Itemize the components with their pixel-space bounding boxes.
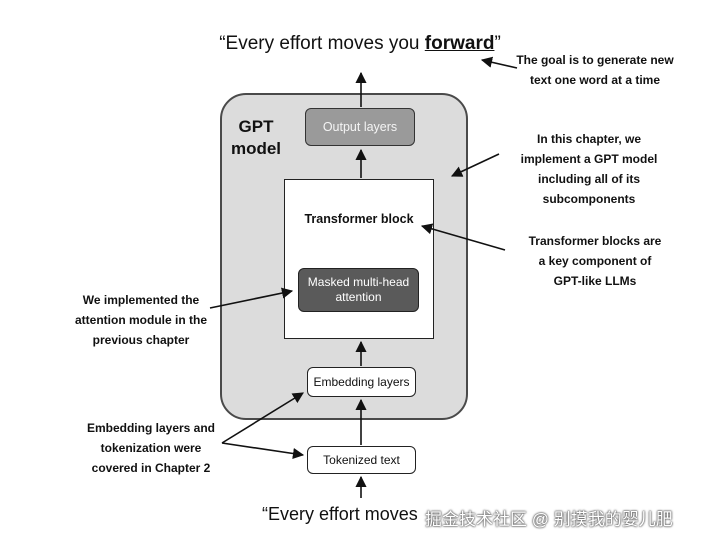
note-transformer-line1: Transformer blocks are — [528, 234, 662, 248]
transformer-block-title: Transformer block — [304, 212, 414, 226]
tokenized-text-box: Tokenized text — [307, 446, 416, 474]
output-quote-emphasis: forward — [424, 33, 495, 54]
note-chapter-line4: subcomponents — [542, 192, 636, 206]
output-quote-prefix: “Every effort moves you — [219, 33, 425, 54]
gpt-label-line1: GPT — [238, 117, 274, 136]
watermark: 掘金技术社区 @ 别摸我的婴儿肥 — [425, 510, 673, 529]
gpt-model-label: GPT model — [226, 116, 286, 160]
note-goal-line2: text one word at a time — [529, 73, 661, 87]
note-attention-line1: We implemented the — [82, 293, 200, 307]
arrow-note-transformer — [420, 223, 506, 251]
note-chapter-line1: In this chapter, we — [536, 132, 642, 146]
note-goal-line1: The goal is to generate new — [516, 53, 674, 67]
note-embedding-line3: covered in Chapter 2 — [91, 461, 211, 475]
output-text-quote: “Every effort moves you forward” — [150, 33, 570, 55]
note-attention: We implemented the attention module in t… — [66, 290, 216, 350]
note-transformer: Transformer blocks are a key component o… — [500, 231, 690, 291]
note-chapter-line2: implement a GPT model — [520, 152, 658, 166]
embedding-layers-box: Embedding layers — [307, 367, 416, 397]
note-embedding-line1: Embedding layers and — [86, 421, 216, 435]
note-embedding-line2: tokenization were — [100, 441, 202, 455]
note-attention-line3: previous chapter — [92, 333, 190, 347]
note-chapter: In this chapter, we implement a GPT mode… — [494, 129, 684, 209]
input-text-quote: “Every effort moves — [262, 504, 418, 524]
embedding-layers-label: Embedding layers — [313, 375, 410, 389]
arrow-note-chapter — [450, 153, 500, 177]
output-quote-suffix: ” — [494, 33, 501, 54]
output-layers-box: Output layers — [305, 108, 415, 146]
mmha-label-line2: attention — [335, 290, 382, 304]
arrow-note-goal — [480, 56, 518, 69]
gpt-label-line2: model — [230, 139, 282, 158]
note-attention-line2: attention module in the — [75, 313, 207, 327]
transformer-block-box — [284, 179, 434, 339]
output-layers-label: Output layers — [322, 120, 398, 134]
arrow-note-attention — [209, 287, 294, 309]
note-goal: The goal is to generate new text one wor… — [510, 50, 680, 90]
arrow-note-embedding-lower — [221, 442, 305, 460]
note-transformer-line3: GPT-like LLMs — [553, 274, 637, 288]
note-embedding: Embedding layers and tokenization were c… — [86, 418, 216, 478]
tokenized-text-label: Tokenized text — [323, 453, 400, 467]
masked-multi-head-attention-box: Masked multi-head attention — [298, 268, 419, 312]
note-chapter-line3: including all of its — [538, 172, 640, 186]
note-transformer-line2: a key component of — [538, 254, 652, 268]
mmha-label-line1: Masked multi-head — [307, 275, 410, 289]
arrow-note-embedding-upper — [221, 392, 304, 444]
